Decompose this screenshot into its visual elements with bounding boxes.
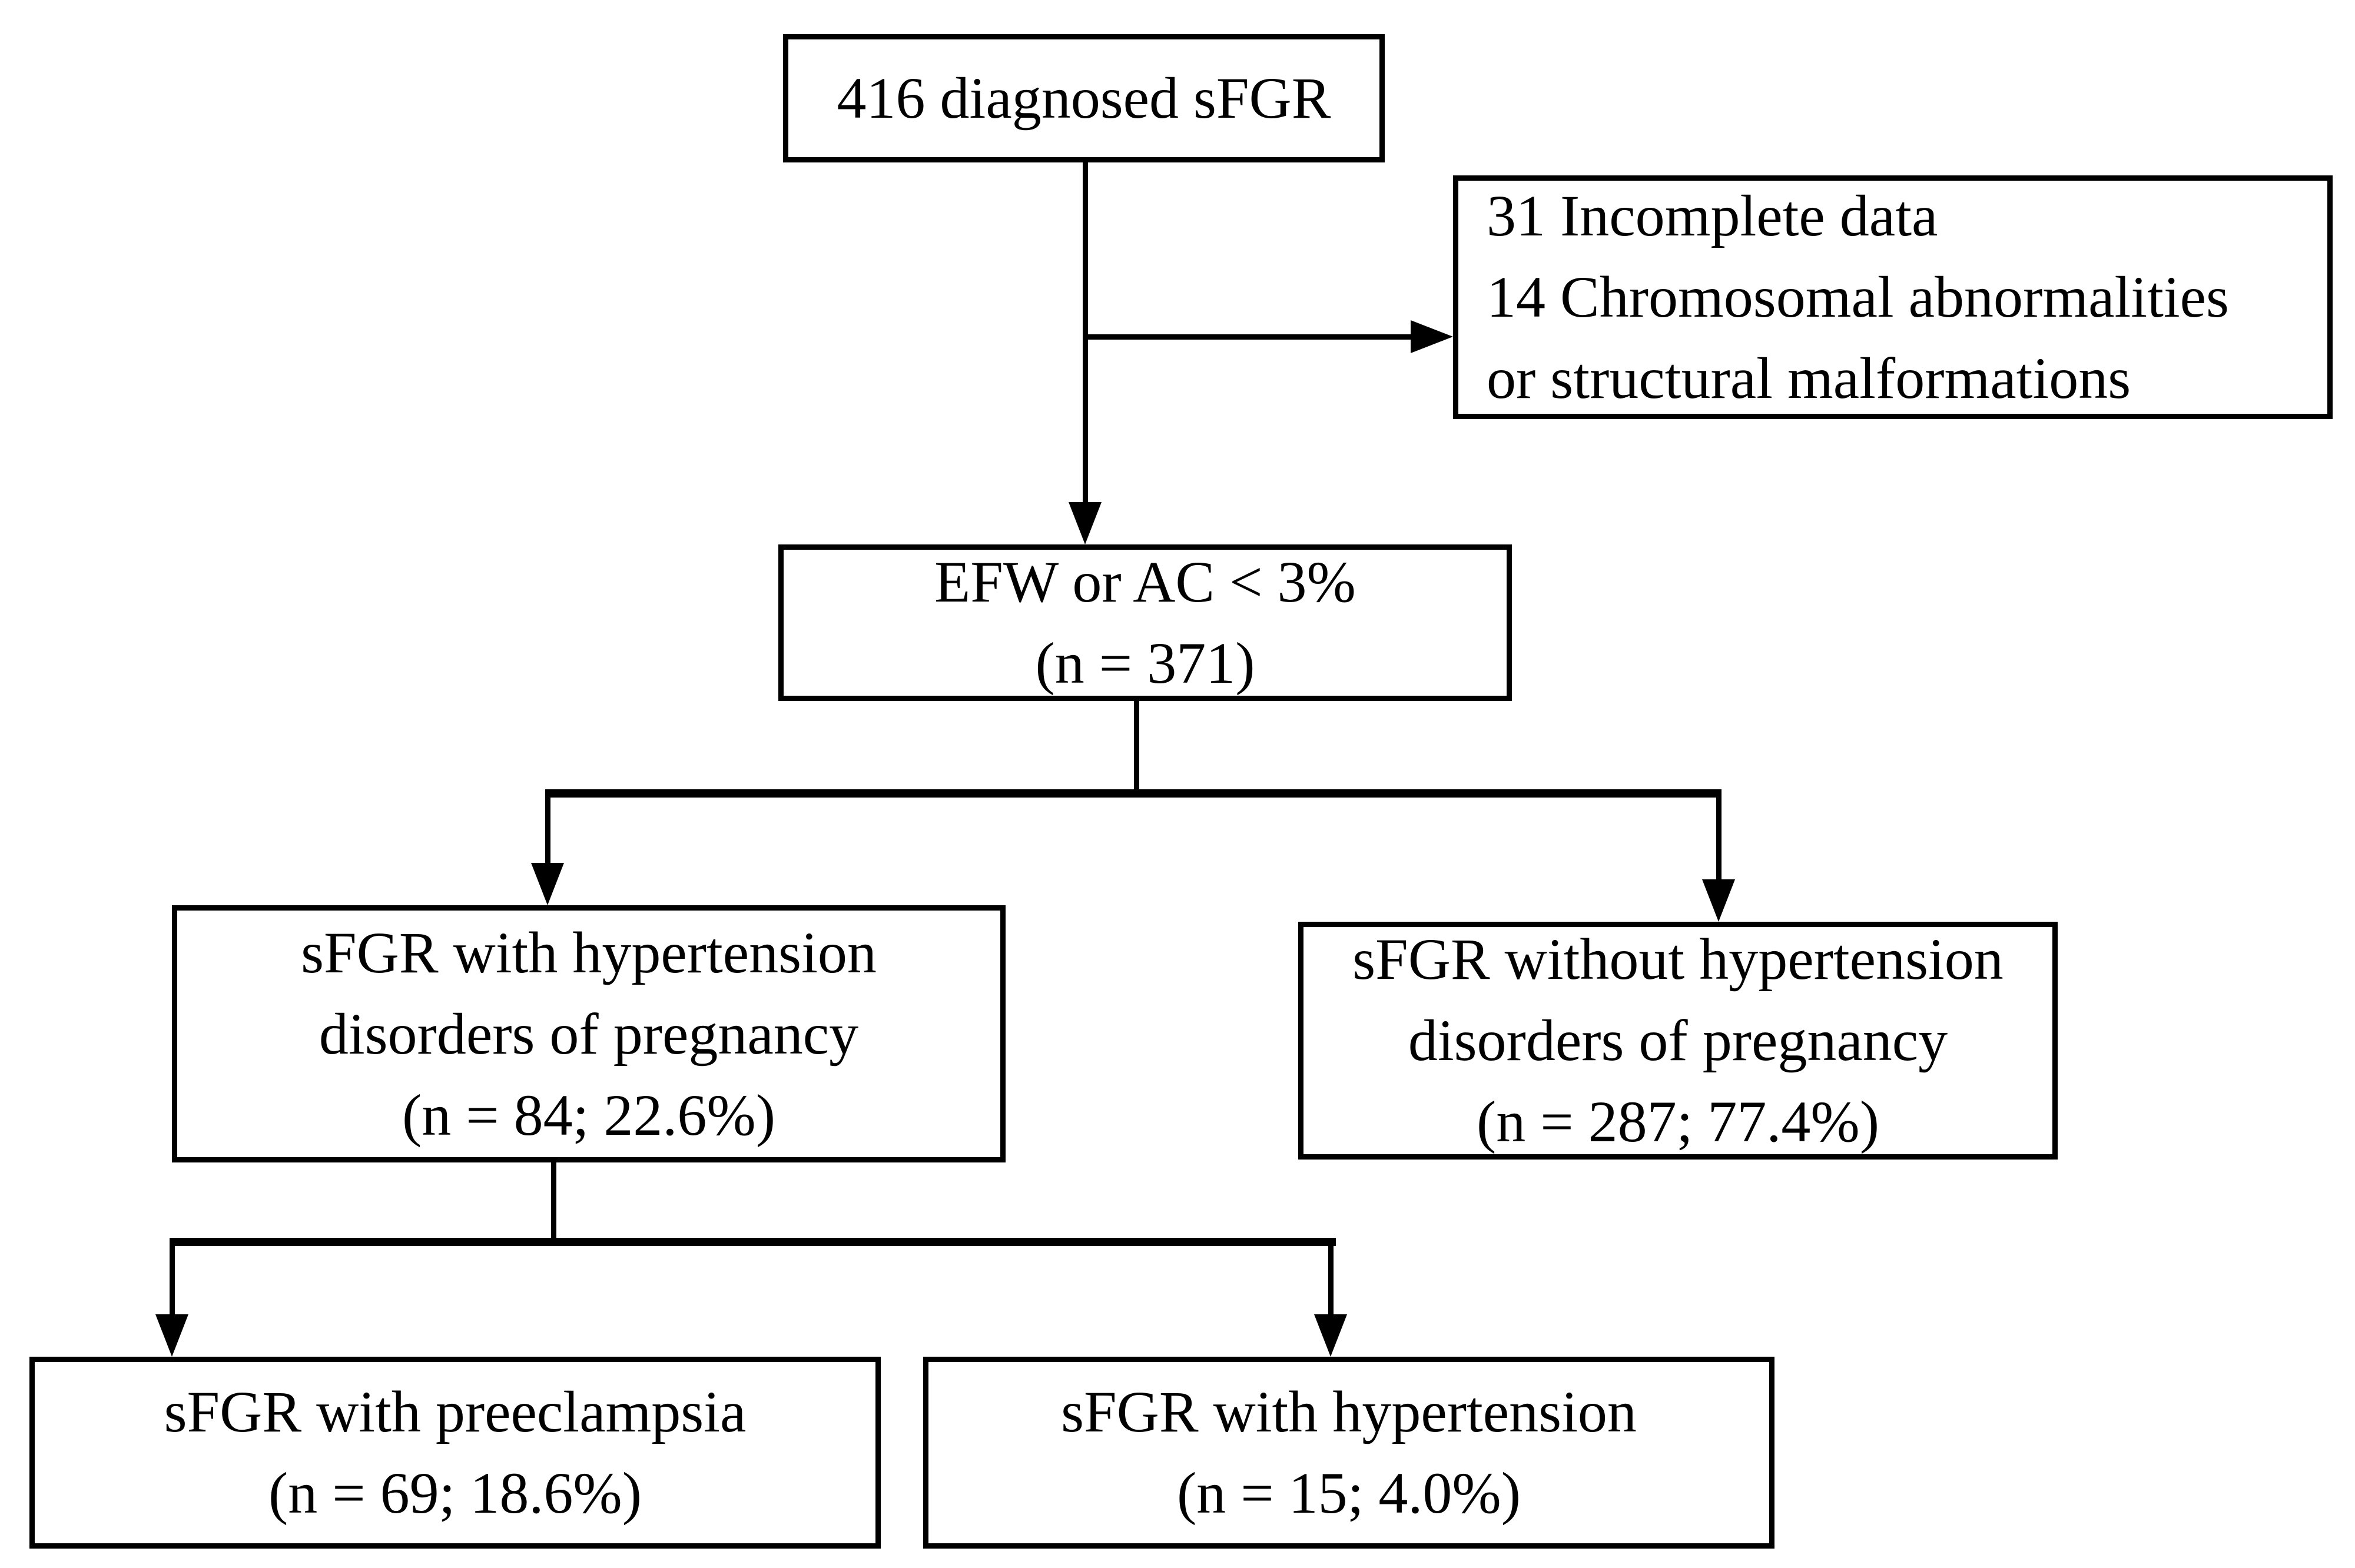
connector-exclusion-branch <box>1083 334 1412 340</box>
node-text-line: sFGR with hypertension <box>1061 1379 1637 1444</box>
connector-efw-down <box>1134 699 1139 796</box>
node-sfgr-with-hdp: sFGR with hypertension disorders of preg… <box>172 905 1006 1162</box>
node-diagnosed-sfgr: 416 diagnosed sFGR <box>783 34 1385 162</box>
node-text-line: 31 Incomplete data <box>1487 183 1938 248</box>
node-exclusions: 31 Incomplete data 14 Chromosomal abnorm… <box>1453 175 2333 419</box>
arrowhead-right-exclusions <box>1411 320 1453 353</box>
arrowhead-down-efw <box>1069 502 1102 544</box>
connector-diagnosed-to-efw <box>1083 160 1088 504</box>
node-sfgr-hypertension: sFGR with hypertension (n = 15; 4.0%) <box>923 1357 1774 1549</box>
node-text-line: disorders of pregnancy <box>1408 1008 1948 1073</box>
node-text-line: sFGR without hypertension <box>1352 926 2004 992</box>
arrowhead-down-hdp <box>531 863 564 905</box>
node-text-line: 416 diagnosed sFGR <box>837 65 1331 131</box>
node-efw-ac: EFW or AC < 3% (n = 371) <box>778 544 1512 701</box>
node-sfgr-preeclampsia: sFGR with preeclampsia (n = 69; 18.6%) <box>29 1357 881 1549</box>
node-text-line: 14 Chromosomal abnormalities <box>1487 264 2229 330</box>
node-text-line: EFW or AC < 3% <box>934 549 1356 614</box>
node-text-line: or structural malformations <box>1487 346 2131 411</box>
node-text-line: (n = 287; 77.4%) <box>1476 1089 1880 1154</box>
arrowhead-down-preeclampsia <box>155 1314 188 1357</box>
node-text-line: (n = 69; 18.6%) <box>268 1460 642 1526</box>
connector-split1-right-down <box>1716 789 1722 881</box>
node-text-line: sFGR with preeclampsia <box>164 1379 747 1444</box>
connector-split2-left-down <box>170 1238 175 1316</box>
node-text-line: (n = 371) <box>1035 630 1255 696</box>
node-text-line: (n = 15; 4.0%) <box>1176 1460 1521 1526</box>
arrowhead-down-no-hdp <box>1702 879 1735 922</box>
connector-hdp-down <box>551 1160 556 1243</box>
arrowhead-down-hypertension <box>1314 1314 1347 1357</box>
node-text-line: (n = 84; 22.6%) <box>402 1082 776 1148</box>
node-text-line: disorders of pregnancy <box>319 1001 859 1067</box>
connector-split2-horizontal <box>170 1238 1336 1246</box>
connector-split1-horizontal <box>545 789 1722 798</box>
connector-split1-left-down <box>545 789 550 865</box>
node-text-line: sFGR with hypertension <box>301 919 877 985</box>
connector-split2-right-down <box>1328 1238 1334 1316</box>
node-sfgr-without-hdp: sFGR without hypertension disorders of p… <box>1298 922 2058 1160</box>
